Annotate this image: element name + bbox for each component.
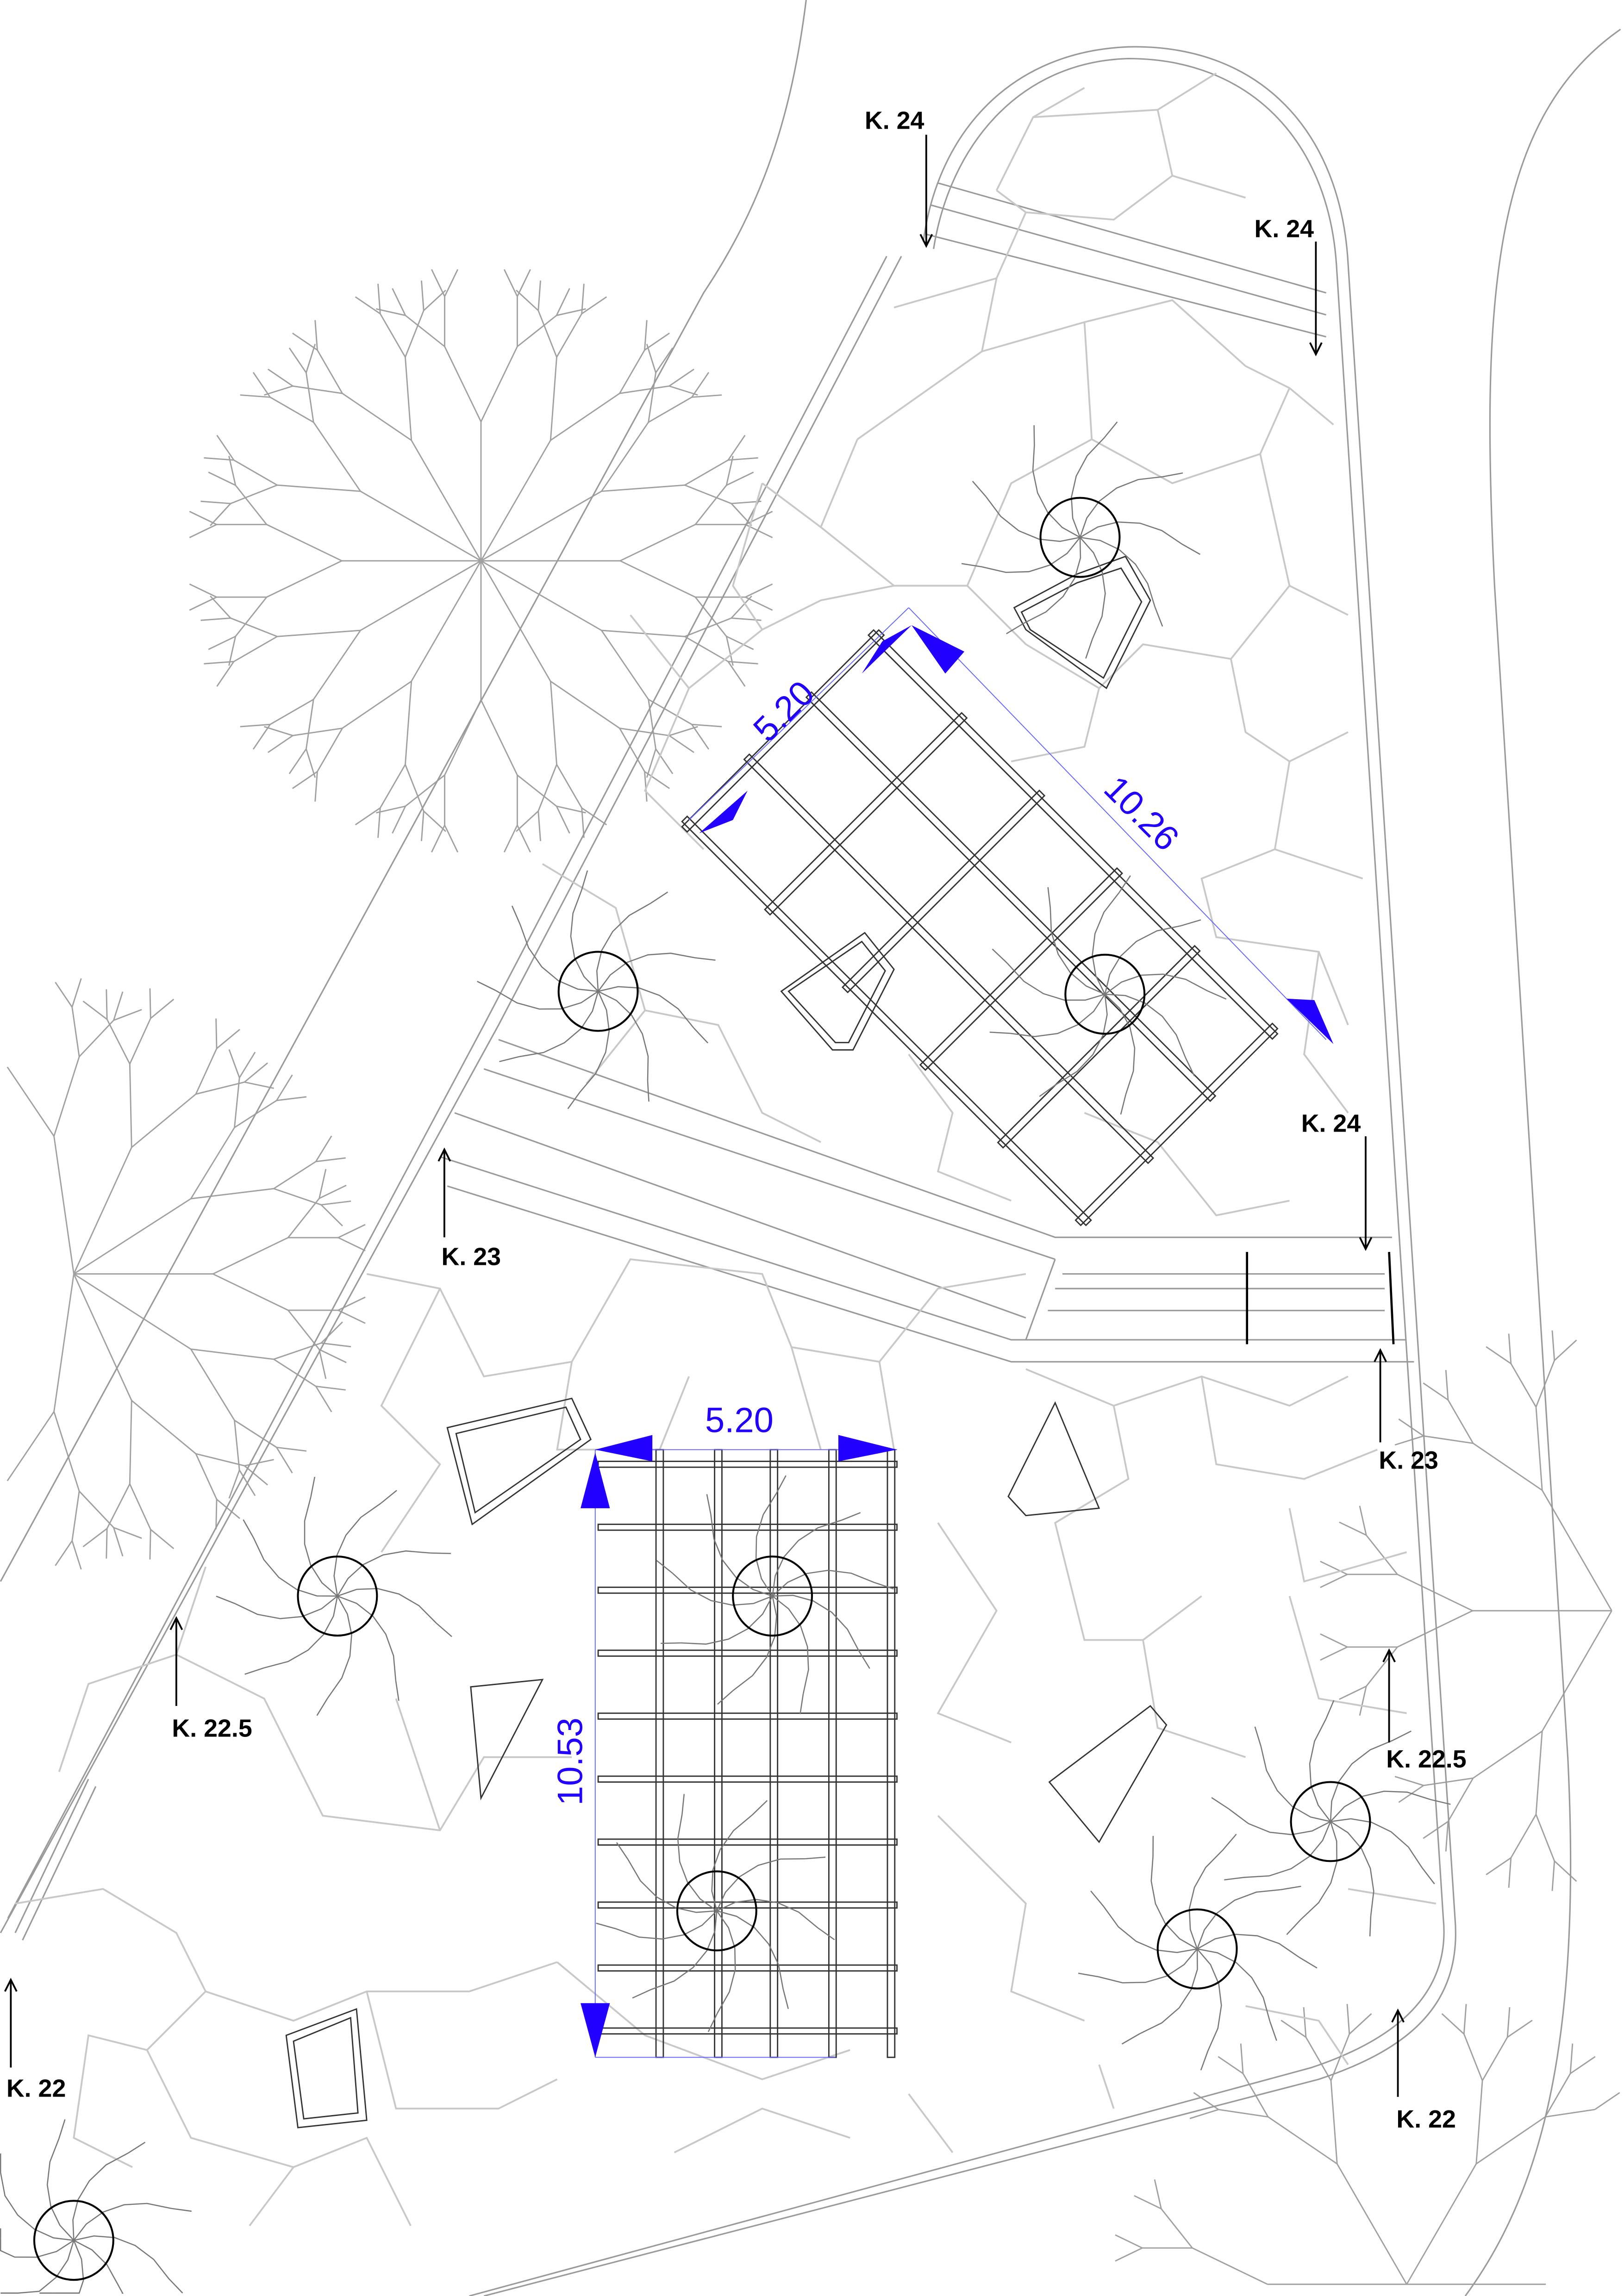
large-tree-icon <box>1320 1330 1612 1891</box>
pergola-lower <box>597 1449 898 2058</box>
dimension-arrow <box>581 1452 610 1508</box>
elevation-marker: K. 22 <box>1391 2008 1456 2133</box>
elevation-marker: K. 22.5 <box>169 1616 252 1742</box>
dimension-upper-width: 5.20 <box>746 673 822 750</box>
dimension-lower-width: 5.20 <box>705 1400 774 1440</box>
elevation-label: K. 22.5 <box>1386 1745 1466 1773</box>
elevation-label: K. 24 <box>1254 215 1314 243</box>
dimension-lower: 5.20 10.53 <box>550 1400 897 2058</box>
dimension-lower-length: 10.53 <box>550 1717 590 1805</box>
tree-icon <box>0 2119 192 2294</box>
large-tree-canopies <box>6 269 1620 2285</box>
dimension-arrow <box>581 2003 610 2058</box>
large-tree-icon <box>1115 2004 1620 2285</box>
elevation-marker: K. 22 <box>4 1978 66 2103</box>
elevation-label: K. 23 <box>442 1243 501 1271</box>
large-tree-icon <box>189 269 773 853</box>
tree-symbols <box>0 421 1451 2294</box>
elevation-marker: K. 24 <box>865 106 933 248</box>
large-tree-icon <box>6 978 366 1570</box>
tree-icon <box>1078 1834 1318 2071</box>
elevation-label: K. 24 <box>865 106 924 134</box>
elevation-markers: K. 24 K. 24 K. 24 K. 23 K. 23 K. 22.5 K. 22.5K… <box>4 106 1467 2133</box>
pergola-upper <box>681 629 1279 1226</box>
elevation-label: K. 22.5 <box>172 1714 252 1742</box>
elevation-marker: K. 24 <box>1301 1110 1373 1251</box>
elevation-marker: K. 23 <box>1374 1348 1438 1474</box>
elevation-label: K. 22 <box>6 2075 66 2103</box>
dimension-upper-length: 10.26 <box>1096 768 1186 858</box>
elevation-label: K. 24 <box>1301 1110 1361 1138</box>
dimension-arrow <box>595 1435 653 1462</box>
elevation-marker: K. 24 <box>1254 215 1323 356</box>
dimension-arrow <box>699 790 748 834</box>
dimension-arrow <box>838 1435 897 1462</box>
tree-icon <box>596 1794 835 2032</box>
elevation-label: K. 22 <box>1396 2105 1456 2133</box>
tree-icon <box>1211 1700 1451 1936</box>
elevation-label: K. 23 <box>1379 1446 1438 1474</box>
tree-icon <box>989 875 1227 1115</box>
tree-icon <box>477 870 716 1109</box>
tree-icon <box>961 421 1201 659</box>
elevation-marker: K. 22.5 <box>1382 1648 1467 1773</box>
tree-icon <box>216 1476 452 1716</box>
elevation-marker: K. 23 <box>437 1147 501 1271</box>
dimension-arrow <box>862 625 912 674</box>
dimension-upper: 5.20 10.26 <box>688 607 1334 1044</box>
tree-icon <box>656 1475 894 1714</box>
dimension-arrow <box>912 625 965 674</box>
